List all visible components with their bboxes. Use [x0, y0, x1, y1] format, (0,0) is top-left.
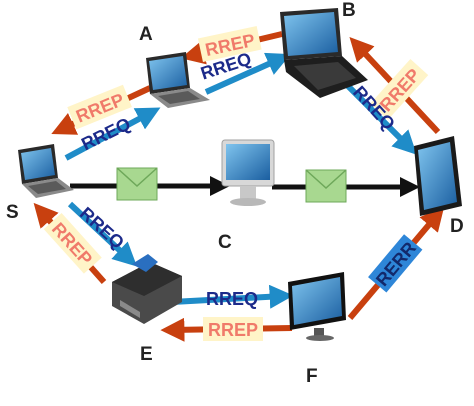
- node-label-c: C: [218, 232, 232, 253]
- node-d: D: [414, 136, 464, 237]
- rreq-arrow-e-f: [171, 284, 294, 309]
- desktop-monitor-icon: [221, 139, 275, 206]
- node-label-d: D: [450, 216, 464, 237]
- node-label-e: E: [140, 344, 153, 365]
- node-b: B: [280, 0, 368, 98]
- envelope-icon: [305, 169, 347, 203]
- node-s: S: [6, 144, 74, 223]
- label-rreq-e-f: RREQ: [206, 289, 258, 309]
- node-f: F: [288, 272, 346, 387]
- rreq-arrow-b-d: [343, 81, 417, 155]
- svg-text:RREP: RREP: [208, 320, 258, 340]
- node-a: A: [139, 24, 210, 108]
- node-label-f: F: [306, 366, 318, 387]
- label-rerr-f-d: RERR: [368, 234, 423, 293]
- tablet-pc-icon: [280, 8, 368, 98]
- node-label-b: B: [342, 0, 356, 21]
- printer-icon: [112, 254, 182, 324]
- svg-text:RREQ: RREQ: [206, 289, 258, 309]
- laptop-icon: [18, 144, 74, 198]
- node-label-a: A: [139, 24, 153, 45]
- tablet-icon: [414, 136, 462, 216]
- node-label-s: S: [6, 202, 19, 223]
- rreq-arrow-s-a: [64, 107, 161, 161]
- data-path: [70, 167, 420, 203]
- envelope-icon: [116, 167, 158, 201]
- node-c: C: [218, 139, 275, 253]
- laptop-icon: [146, 52, 210, 108]
- label-rrep-f-e: RREP: [203, 317, 263, 341]
- rreq-arrow-s-e: [67, 201, 138, 267]
- rreq-arrows: [64, 52, 417, 309]
- node-e: E: [112, 254, 182, 365]
- lcd-monitor-icon: [288, 272, 346, 341]
- rreq-arrow-a-b: [204, 52, 291, 95]
